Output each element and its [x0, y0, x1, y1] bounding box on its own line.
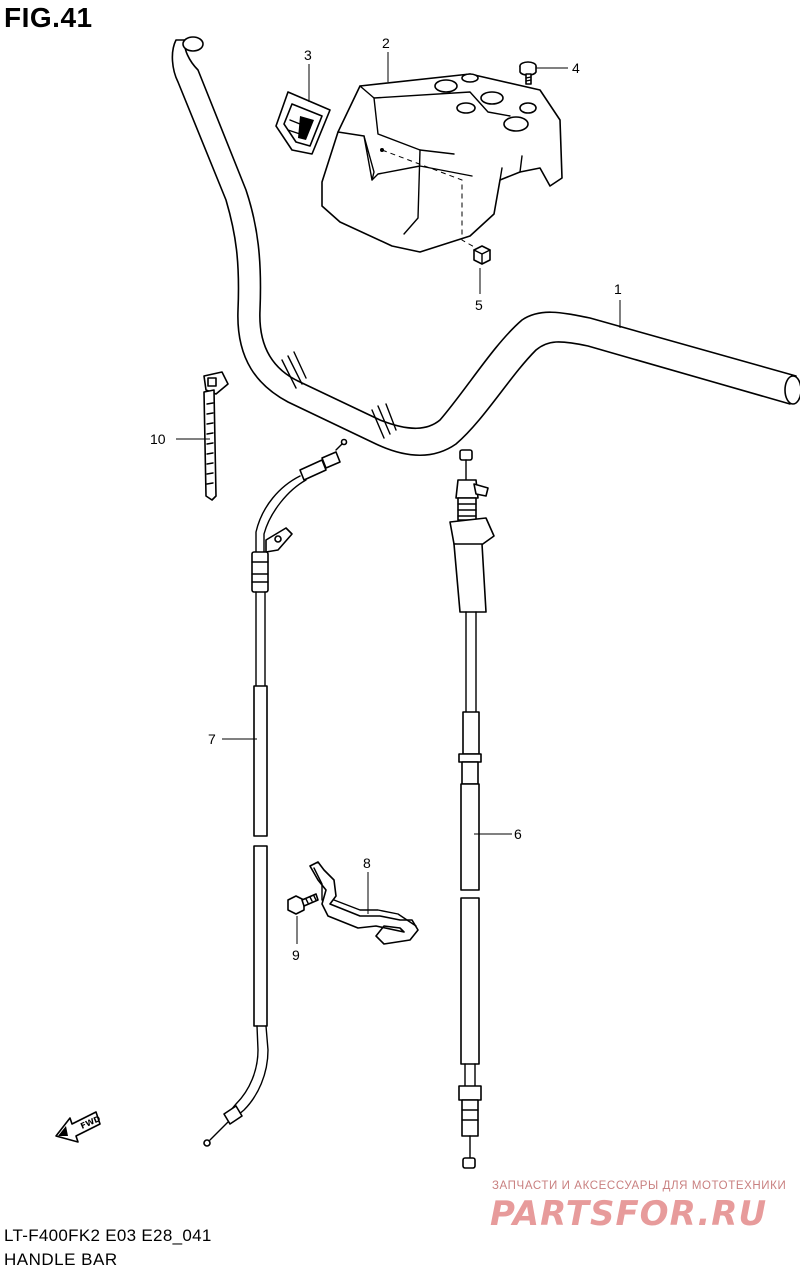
cable-tie-part[interactable]	[203, 371, 229, 501]
wire-guide-part[interactable]	[309, 861, 419, 945]
nut-part-5[interactable]	[473, 245, 491, 265]
watermark-logo: PARTSFOR.RU	[490, 1194, 768, 1234]
section-title: HANDLE BAR	[4, 1250, 118, 1269]
callout-2: 2	[382, 35, 390, 51]
bolt-part-9[interactable]	[287, 893, 319, 915]
callout-4: 4	[572, 60, 580, 76]
callout-8: 8	[363, 855, 371, 871]
model-code: LT-F400FK2 E03 E28_041	[4, 1226, 212, 1245]
callout-5: 5	[475, 297, 483, 313]
callout-3: 3	[304, 47, 312, 63]
right-cable-part[interactable]	[449, 449, 495, 1169]
watermark-tagline: ЗАПЧАСТИ И АКСЕССУАРЫ ДЛЯ МОТОТЕХНИКИ	[492, 1180, 787, 1192]
bolt-part-4[interactable]	[519, 61, 537, 85]
callout-1: 1	[614, 281, 622, 297]
leader-lines	[176, 52, 621, 944]
emblem-part[interactable]	[275, 91, 331, 155]
left-cable-part[interactable]	[203, 438, 348, 1147]
figure-number: FIG.41	[4, 2, 93, 33]
handlebar-cover-part[interactable]	[321, 73, 563, 253]
callout-7: 7	[208, 731, 216, 747]
callout-10: 10	[150, 431, 166, 447]
fwd-arrow-icon	[55, 1111, 101, 1143]
callout-6: 6	[514, 826, 522, 842]
handlebar-part[interactable]	[171, 36, 800, 457]
callout-9: 9	[292, 947, 300, 963]
